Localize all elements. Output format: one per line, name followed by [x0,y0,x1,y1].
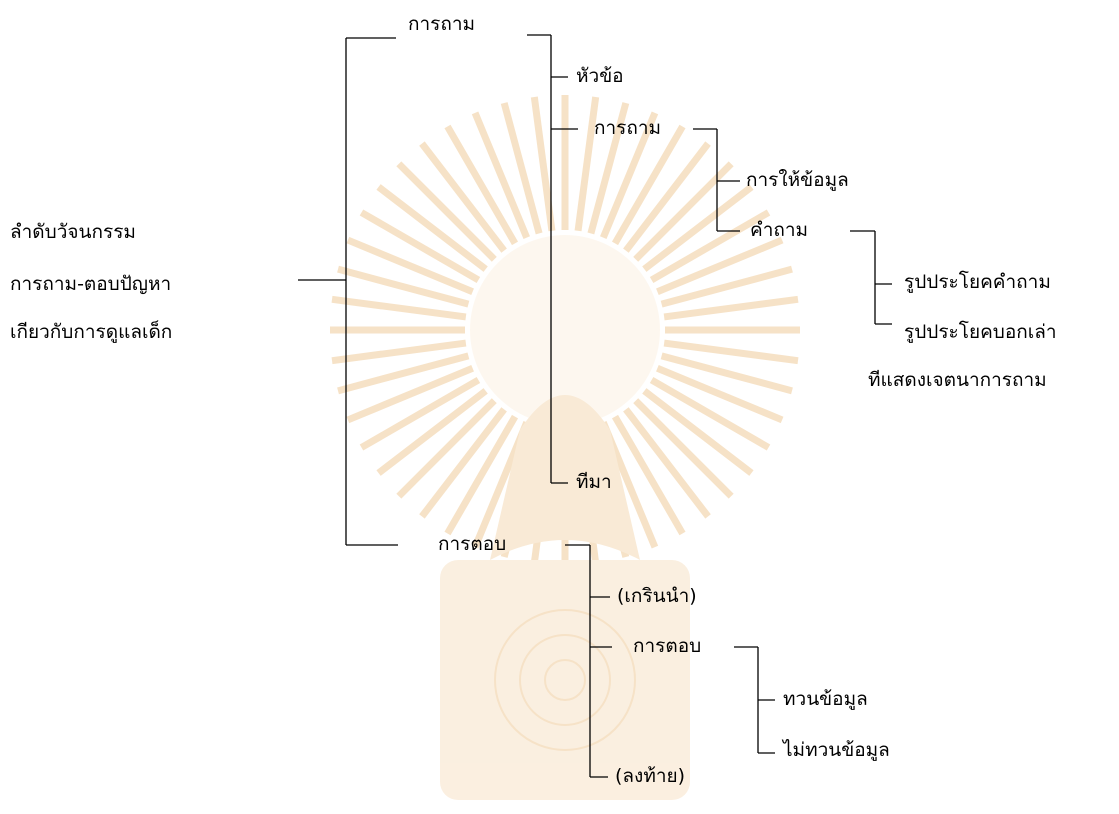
watermark-ray [471,111,530,239]
watermark-ray [331,339,467,365]
watermark-ray [623,141,711,253]
watermark-ray [444,124,519,246]
watermark-ray [623,407,711,519]
question-node: การถาม [408,13,476,35]
root-label-line-3: เกียวกับการดูแลเด็ก [10,321,173,343]
give-info-node: การให้ข้อมูล [746,169,849,191]
watermark-ray [600,111,659,239]
watermark-ray [359,376,481,451]
watermark-ray [396,398,497,499]
watermark-ray [331,295,467,321]
topic-node: หัวข้อ [576,65,624,87]
watermark-ray [419,407,507,519]
watermark-ray [649,376,771,451]
watermark-ray [656,236,784,295]
watermark-ray [642,184,754,272]
watermark-ray [396,161,497,262]
question-form-node-parent: คำถาม [750,219,809,241]
watermark-ray [419,141,507,253]
watermark-ray [587,102,630,235]
watermark-ray [663,339,799,365]
watermark-ray [530,96,556,232]
answer-node: การตอบ [438,533,507,555]
recap-node: ทวนข้อมูล [783,688,868,710]
watermark-ray [337,352,470,395]
root-label-line-1: ลำดับวัจนกรรม [10,221,136,243]
watermark-ray [376,184,488,272]
watermark-ray [611,414,686,536]
watermark-ray [346,236,474,295]
interrogative-form-node: รูปประโยคคำถาม [904,271,1051,293]
watermark-ray [660,352,793,395]
asking-node: การถาม [594,117,662,139]
closing-node: (ลงท้าย) [615,765,686,787]
preface-node: (เกรินนำ) [617,585,697,607]
watermark-ray [611,124,686,246]
watermark-ray [444,414,519,536]
watermark-ray [633,398,734,499]
source-node: ทีมา [576,471,612,493]
watermark-ray [376,388,488,476]
watermark-ray [649,209,771,284]
answering-node: การตอบ [633,635,702,657]
watermark-ray [660,265,793,308]
watermark-ray [656,365,784,424]
statement-form-node-line-1: รูปประโยคบอกเล่า [904,321,1057,343]
watermark-ray [359,209,481,284]
watermark-ray [346,365,474,424]
watermark-ray [574,96,600,232]
watermark-ray [633,161,734,262]
watermark-ray [663,295,799,321]
watermark-ray [500,102,543,235]
watermark-ray [337,265,470,308]
statement-form-node-line-2: ทีแสดงเจตนาการถาม [868,369,1047,391]
root-label-line-2: การถาม-ตอบปัญหา [10,273,172,295]
no-recap-node: ไม่ทวนข้อมูล [783,739,890,761]
watermark-ray [642,388,754,476]
